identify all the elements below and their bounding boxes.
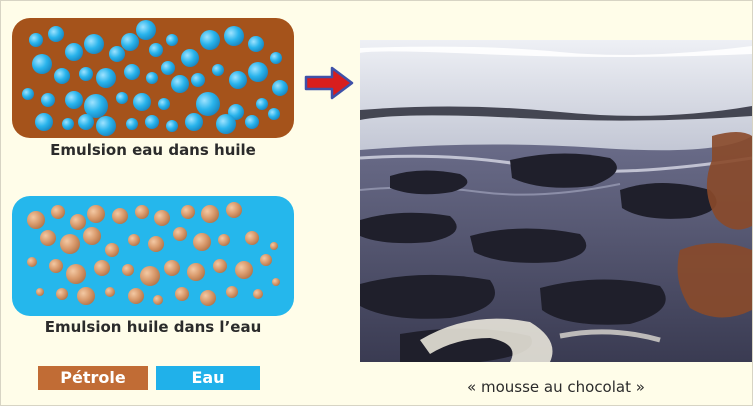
oil-droplets — [12, 196, 294, 316]
water-in-oil-emulsion-box — [12, 18, 294, 138]
oil-in-water-caption: Emulsion huile dans l’eau — [12, 318, 294, 336]
oil-slick-shoreline-photo — [360, 40, 752, 362]
water-droplets — [12, 18, 294, 138]
legend-eau: Eau — [156, 366, 260, 390]
oil-in-water-emulsion-box — [12, 196, 294, 316]
water-in-oil-caption: Emulsion eau dans huile — [12, 141, 294, 159]
legend-petrole: Pétrole — [38, 366, 148, 390]
photo-caption: « mousse au chocolat » — [360, 378, 752, 396]
right-arrow-icon — [304, 66, 354, 100]
